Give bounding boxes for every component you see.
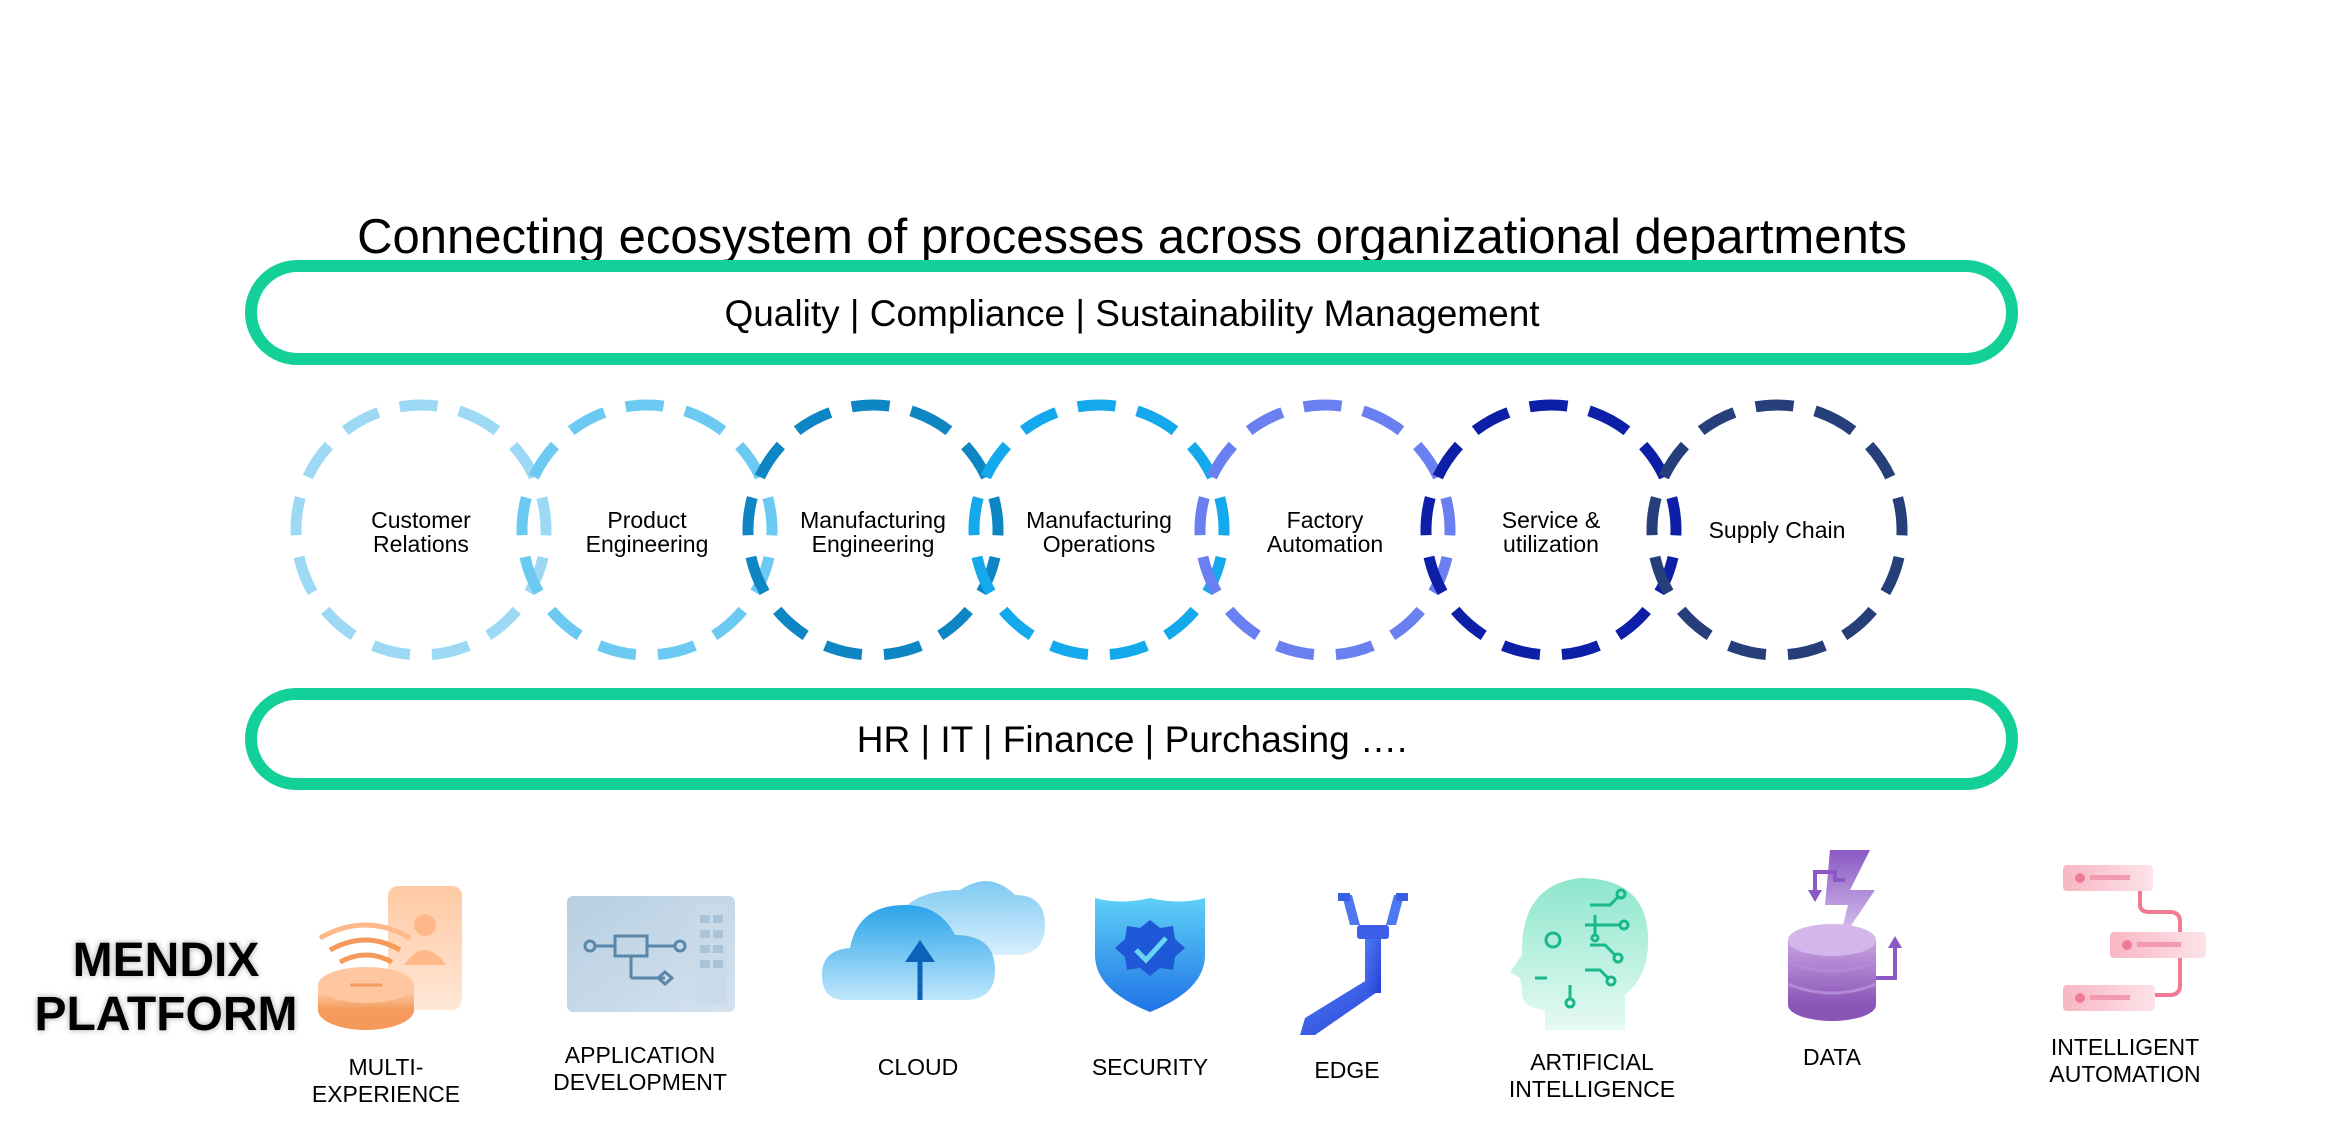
application-development-icon	[567, 896, 735, 1012]
capability-label: INTELLIGENCE	[1509, 1076, 1675, 1102]
capability-label: APPLICATION	[565, 1042, 715, 1068]
process-label: Automation	[1267, 531, 1383, 557]
process-label: Customer	[371, 507, 471, 533]
top-band-label: Quality | Compliance | Sustainability Ma…	[724, 293, 1540, 334]
process-label: Manufacturing	[1026, 507, 1172, 533]
process-label: Relations	[373, 531, 469, 557]
process-circle	[516, 399, 778, 661]
cloud-icon	[822, 881, 1045, 1000]
capability-label: ARTIFICIAL	[1530, 1049, 1654, 1075]
process-label: Operations	[1043, 531, 1156, 557]
platform-line1-glow: MENDIX	[73, 934, 260, 987]
process-label: Supply Chain	[1709, 517, 1846, 543]
edge-robot-arm-icon	[1300, 893, 1408, 1035]
process-label: Service &	[1502, 507, 1600, 533]
capability-label: MULTI-	[349, 1054, 424, 1080]
diagram-title: Connecting ecosystem of processes across…	[357, 210, 1907, 264]
process-label: utilization	[1503, 531, 1599, 557]
capability-label: INTELLIGENT	[2051, 1034, 2199, 1060]
process-label: Engineering	[812, 531, 935, 557]
process-label: Product	[607, 507, 687, 533]
platform-line2-glow: PLATFORM	[34, 988, 297, 1041]
process-circle	[290, 399, 552, 661]
process-label: Manufacturing	[800, 507, 946, 533]
capability-label: EXPERIENCE	[312, 1081, 460, 1107]
multi-experience-icon	[318, 886, 462, 1030]
intelligent-automation-icon	[2063, 865, 2206, 1011]
capability-label: SECURITY	[1092, 1054, 1208, 1080]
process-circle	[1194, 399, 1456, 661]
ai-head-icon	[1510, 878, 1649, 1030]
process-circle	[1646, 399, 1908, 661]
bottom-band-label: HR | IT | Finance | Purchasing ….	[857, 719, 1407, 760]
process-circles: CustomerRelationsProductEngineeringManuf…	[290, 399, 1908, 661]
platform-label: MENDIX PLATFORM MENDIX PLATFORM	[34, 934, 297, 1041]
bottom-band-pill	[245, 688, 2018, 790]
capability-label: DEVELOPMENT	[553, 1069, 727, 1095]
process-circle	[742, 399, 1004, 661]
capability-label: AUTOMATION	[2049, 1061, 2200, 1087]
top-band-pill	[245, 260, 2018, 365]
process-label: Factory	[1287, 507, 1364, 533]
capability-label: EDGE	[1314, 1057, 1379, 1083]
process-label: Engineering	[586, 531, 709, 557]
capability-label: CLOUD	[878, 1054, 959, 1080]
platform-line2: PLATFORM	[34, 988, 297, 1041]
process-circle	[968, 399, 1230, 661]
platform-line1: MENDIX	[73, 934, 260, 987]
process-circle	[1420, 399, 1682, 661]
security-shield-icon	[1095, 898, 1205, 1012]
capability-label: DATA	[1803, 1044, 1862, 1070]
data-database-icon	[1787, 850, 1902, 1021]
